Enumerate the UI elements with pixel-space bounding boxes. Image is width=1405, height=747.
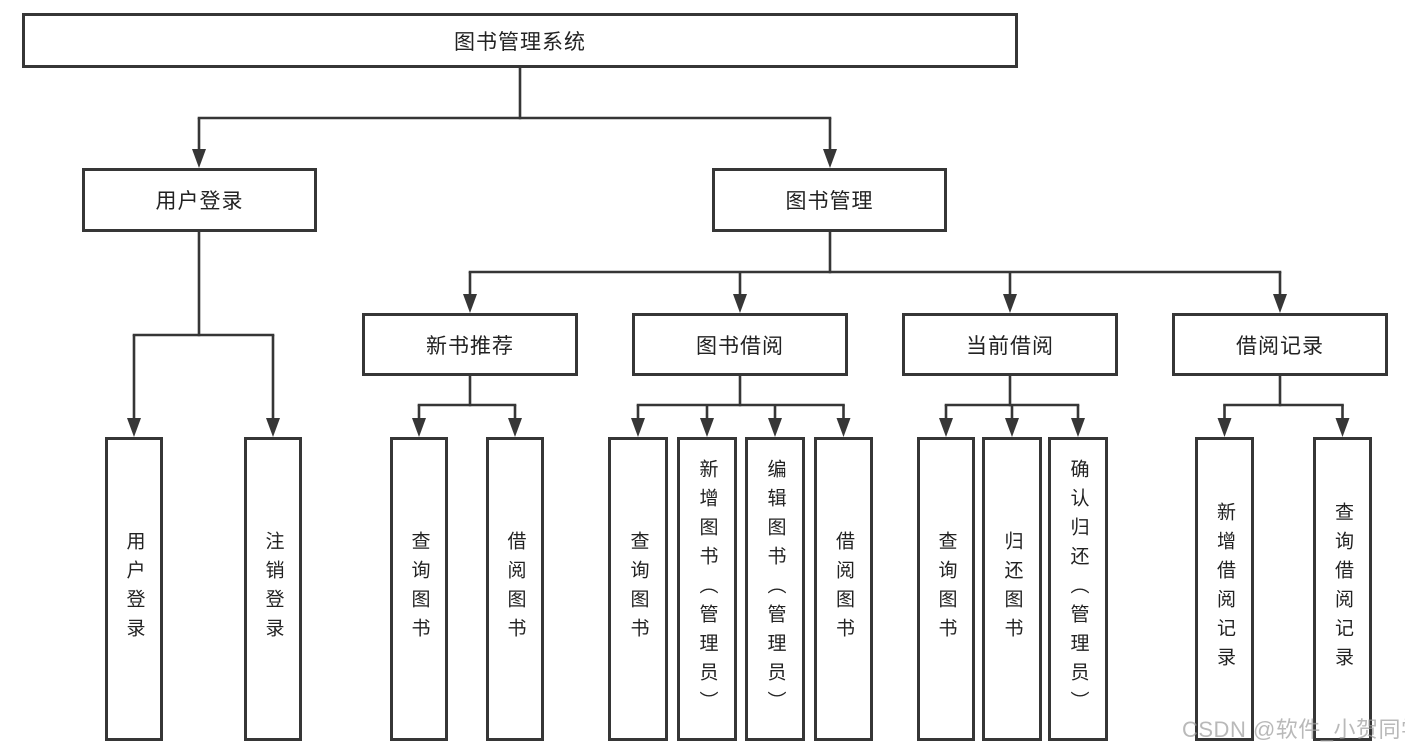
node-book-management: 图书管理 (712, 168, 947, 232)
node-book-borrow: 图书借阅 (632, 313, 848, 376)
leaf-query-borrow-record: 查询借阅记录 (1313, 437, 1372, 741)
leaf-user-login: 用户登录 (105, 437, 163, 741)
leaf-borrow-books: 借阅图书 (814, 437, 873, 741)
node-user-login: 用户登录 (82, 168, 317, 232)
leaf-confirm-return-admin: 确认归还（管理员） (1048, 437, 1108, 741)
node-new-book-recommend: 新书推荐 (362, 313, 578, 376)
leaf-logout-login: 注销登录 (244, 437, 302, 741)
leaf-borrow-books-recommend: 借阅图书 (486, 437, 544, 741)
leaf-query-books-borrow: 查询图书 (608, 437, 668, 741)
leaf-return-books: 归还图书 (982, 437, 1042, 741)
node-borrow-records: 借阅记录 (1172, 313, 1388, 376)
leaf-add-borrow-record: 新增借阅记录 (1195, 437, 1254, 741)
csdn-watermark: CSDN @软件_小贺同学 (1182, 717, 1405, 742)
leaf-query-books-current: 查询图书 (917, 437, 975, 741)
leaf-add-book-admin: 新增图书（管理员） (677, 437, 737, 741)
node-library-management-system: 图书管理系统 (22, 13, 1018, 68)
leaf-query-books-recommend: 查询图书 (390, 437, 448, 741)
node-current-borrow: 当前借阅 (902, 313, 1118, 376)
leaf-edit-book-admin: 编辑图书（管理员） (745, 437, 805, 741)
